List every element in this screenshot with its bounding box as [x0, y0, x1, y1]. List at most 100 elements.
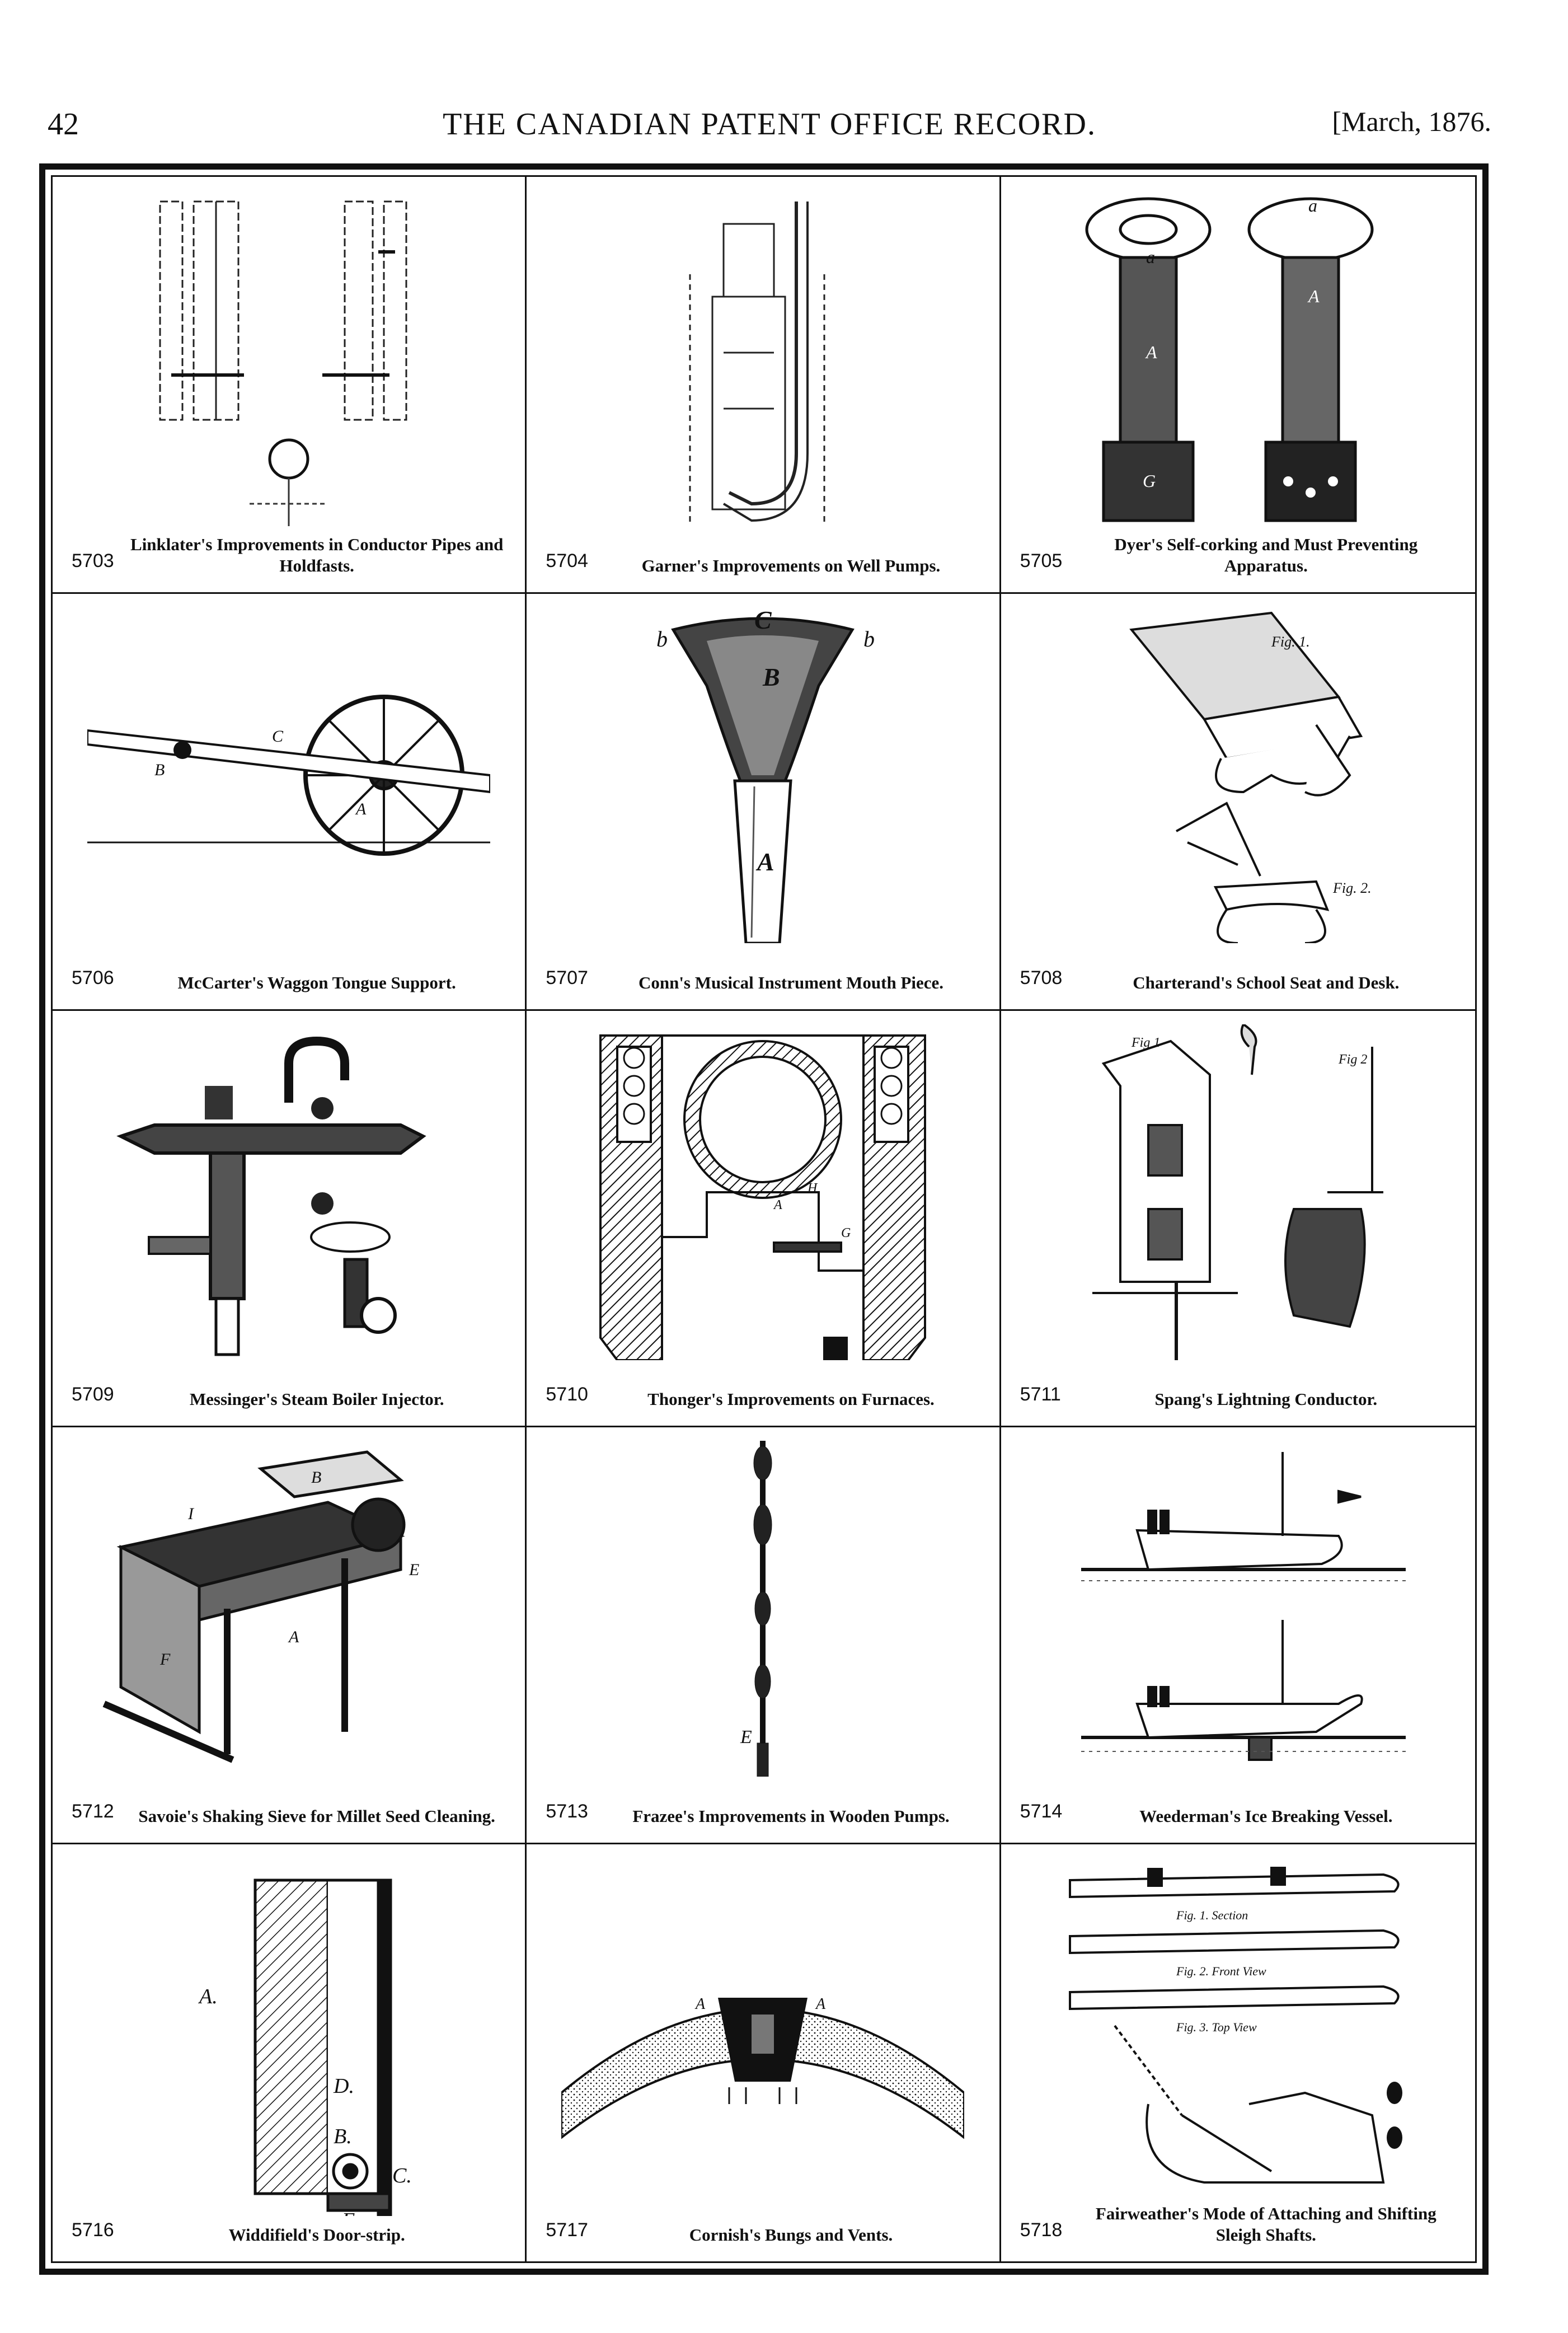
figure-label: Fig. 1. Section: [1176, 1908, 1248, 1922]
patent-number: 5711: [1020, 1384, 1061, 1406]
patent-number: 5704: [546, 550, 588, 571]
patent-cell-5703: 5703 Linklater's Improvements in Conduct…: [53, 177, 527, 594]
patent-grid: 5703 Linklater's Improvements in Conduct…: [51, 175, 1477, 2263]
figure-label: A: [755, 847, 774, 876]
figure-label: A: [694, 1995, 706, 2013]
lightning-conductor-illustration: Fig 1 Fig 2: [1092, 1024, 1384, 1360]
figure-label: b: [863, 626, 875, 652]
figure-label: E: [409, 1561, 419, 1579]
patent-caption: Messinger's Steam Boiler Injector.: [189, 1389, 444, 1409]
figure-label: b: [656, 626, 668, 652]
patent-number: 5709: [72, 1384, 114, 1406]
figure-label: E.: [341, 2209, 360, 2216]
figure-label: B: [154, 761, 165, 779]
figure-label: A: [1307, 286, 1320, 306]
issue-date: [March, 1876.: [1332, 106, 1491, 137]
patent-number: 5713: [546, 1801, 588, 1823]
patent-cell-5704: 5704 Garner's Improvements on Well Pumps…: [527, 177, 1001, 594]
page-number: 42: [48, 107, 79, 142]
shaking-sieve-illustration: B I F A E: [102, 1450, 419, 1763]
figure-label: Fig 2: [1338, 1052, 1367, 1067]
wooden-pump-illustration: E: [740, 1441, 772, 1777]
patent-caption: Thonger's Improvements on Furnaces.: [647, 1389, 935, 1409]
patent-caption: McCarter's Waggon Tongue Support.: [177, 972, 456, 992]
figure-label: A.: [198, 1985, 218, 2008]
furnace-illustration: A H G: [599, 1034, 927, 1360]
patent-caption: Garner's Improvements on Well Pumps.: [641, 555, 941, 575]
patent-caption: Conn's Musical Instrument Mouth Piece.: [638, 972, 944, 992]
patent-cell-5718: Fig. 1. Section Fig. 2. Front View Fig. …: [1001, 1844, 1475, 2261]
patent-cell-5705: a a A A G 5705 Dyer's Self-corking and M…: [1001, 177, 1475, 594]
mouth-piece-illustration: C B A b b: [656, 607, 875, 943]
journal-title: THE CANADIAN PATENT OFFICE RECORD.: [443, 107, 1096, 142]
patent-number: 5708: [1020, 967, 1063, 989]
patent-number: 5718: [1020, 2219, 1063, 2241]
figure-label: H: [807, 1181, 818, 1196]
patent-caption: Savoie's Shaking Sieve for Millet Seed C…: [138, 1806, 495, 1826]
patent-plate-frame: 5703 Linklater's Improvements in Conduct…: [39, 163, 1489, 2275]
patent-cell-5710: A H G 5710 Thonger's Improvements on Fur…: [527, 1010, 1001, 1428]
figure-label: F: [159, 1650, 171, 1669]
patent-number: 5714: [1020, 1801, 1063, 1823]
patent-cell-5716: A. D. B. C. E. 5716 Widdifield's Door-st…: [53, 1844, 527, 2261]
figure-label: B: [311, 1468, 321, 1487]
figure-label: E: [740, 1727, 752, 1748]
well-pump-illustration: [689, 202, 825, 526]
patent-cell-5707: C B A b b 5707 Conn's Musical Instrument…: [527, 593, 1001, 1011]
figure-label: a: [1308, 195, 1317, 216]
figure-label: G: [841, 1226, 851, 1240]
ice-breaking-vessel-illustration: [1081, 1452, 1406, 1762]
figure-label: A: [288, 1628, 299, 1646]
patent-cell-5717: A A 5717 Cornish's Bungs and Vents.: [527, 1844, 1001, 2261]
patent-caption: Frazee's Improvements in Wooden Pumps.: [632, 1806, 950, 1826]
figure-label: Fig. 2.: [1332, 880, 1372, 896]
figure-label: C: [272, 727, 284, 746]
figure-label: Fig 1: [1131, 1036, 1160, 1050]
patent-caption: Dyer's Self-corking and Must Preventing …: [1114, 534, 1418, 575]
patent-number: 5710: [546, 1384, 588, 1406]
figure-label: G: [1143, 471, 1156, 491]
page-header: 42 THE CANADIAN PATENT OFFICE RECORD. [M…: [48, 101, 1491, 157]
figure-label: A: [773, 1198, 782, 1212]
patent-cell-5713: E 5713 Frazee's Improvements in Wooden P…: [527, 1427, 1001, 1845]
door-strip-illustration: A. D. B. C. E.: [198, 1878, 412, 2217]
patent-number: 5716: [72, 2219, 114, 2241]
patent-caption: Linklater's Improvements in Conductor Pi…: [130, 534, 504, 575]
steam-boiler-injector-illustration: [116, 1036, 426, 1356]
patent-number: 5703: [72, 550, 114, 571]
figure-label: B: [762, 663, 780, 691]
figure-label: I: [187, 1505, 195, 1523]
patent-caption: Spang's Lightning Conductor.: [1154, 1389, 1378, 1409]
school-desk-illustration: Fig. 1. Fig. 2.: [1129, 611, 1372, 943]
patent-number: 5717: [546, 2219, 588, 2241]
patent-cell-5714: 5714 Weederman's Ice Breaking Vessel.: [1001, 1427, 1475, 1845]
patent-number: 5705: [1020, 550, 1063, 571]
patent-caption: Cornish's Bungs and Vents.: [689, 2224, 893, 2245]
figure-label: D.: [333, 2074, 354, 2098]
figure-label: A: [815, 1995, 826, 2013]
patent-cell-5711: Fig 1 Fig 2 5711 Spang's Lightning Condu…: [1001, 1011, 1475, 1428]
patent-cell-5709: 5709 Messinger's Steam Boiler Injector.: [53, 1010, 527, 1428]
figure-label: Fig. 3. Top View: [1176, 2020, 1257, 2034]
figure-label: C.: [392, 2164, 412, 2187]
figure-label: Fig. 2. Front View: [1176, 1964, 1266, 1978]
patent-caption: Fairweather's Mode of Attaching and Shif…: [1095, 2203, 1436, 2245]
bungs-and-vents-illustration: A A: [561, 1995, 965, 2139]
patent-caption: Charterand's School Seat and Desk.: [1133, 972, 1400, 992]
figure-label: B.: [334, 2125, 352, 2148]
conductor-pipe-illustration: [159, 200, 407, 526]
patent-number: 5712: [72, 1801, 114, 1823]
self-corking-apparatus-illustration: a a A A G: [1085, 195, 1374, 522]
figure-label: Fig. 1.: [1271, 634, 1310, 650]
waggon-tongue-illustration: B C A: [87, 694, 491, 856]
figure-label: A: [355, 800, 367, 818]
patent-number: 5706: [72, 967, 114, 989]
figure-label: C: [754, 607, 772, 634]
patent-cell-5708: Fig. 1. Fig. 2. 5708 Charterand's School…: [1001, 594, 1475, 1011]
patent-cell-5706: B C A 5706 McCarter's Waggon Tongue Supp…: [53, 593, 527, 1011]
figure-label: a: [1146, 247, 1155, 267]
patent-cell-5712: B I F A E 5712 Savoie's Shaking Sieve fo…: [53, 1427, 527, 1845]
patent-number: 5707: [546, 967, 588, 989]
figure-label: A: [1145, 342, 1157, 362]
sleigh-shafts-illustration: Fig. 1. Section Fig. 2. Front View Fig. …: [1069, 1867, 1403, 2184]
